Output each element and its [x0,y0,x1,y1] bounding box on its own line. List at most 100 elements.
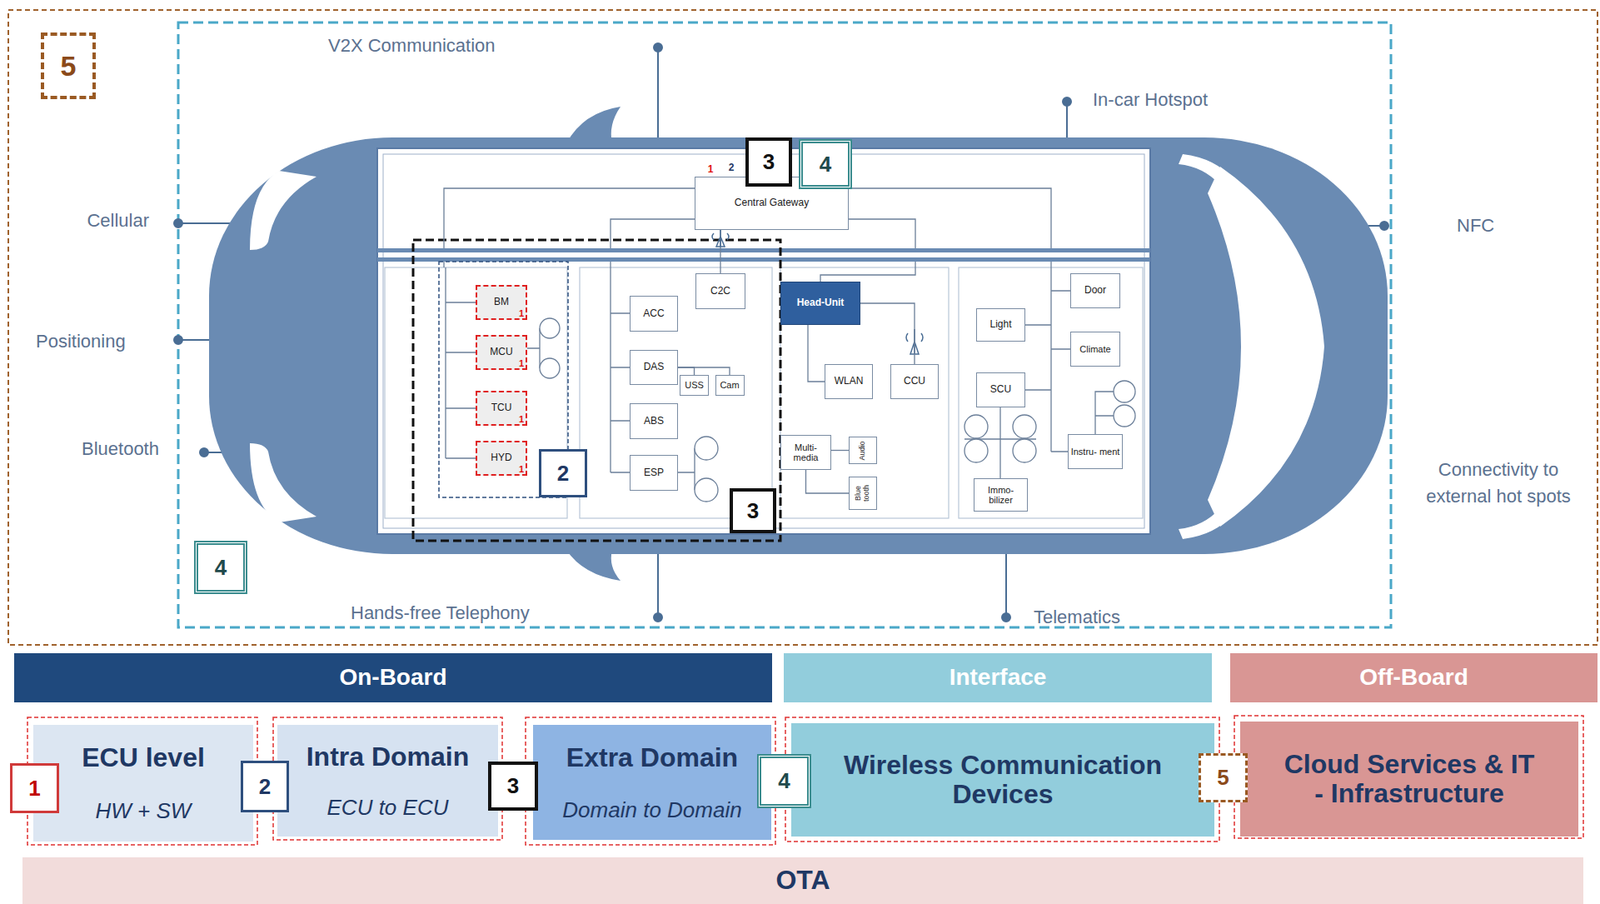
component-box: USS [679,374,709,396]
interface-label: Positioning [35,330,126,353]
ecu-circle [694,478,718,502]
callout-number: 2 [240,760,290,813]
category-band: Off-Board [1230,652,1598,703]
callout-number: 1 [9,762,60,813]
car-body [249,170,317,250]
component-box: ACC [629,295,678,332]
box-label: Cloud Services & IT - Infrastructure [1280,749,1539,808]
bus-connector [806,469,850,494]
bus-connector [677,367,730,375]
callout-number: 1 [518,358,524,369]
component-box: Light [976,308,1026,342]
bus-wire [443,261,476,459]
interface-label: Bluetooth [81,438,160,460]
box-label: CCU [903,375,926,387]
car-body [1207,166,1325,527]
box-label: Cam [719,379,739,390]
architecture-panel [377,148,1151,541]
box-label: Door [1084,284,1107,296]
component-box: Instru- ment [1067,433,1123,469]
bus-wire [964,407,1037,479]
level-box: Intra DomainECU to ECU [277,724,499,837]
box-label: Instru- ment [1071,446,1121,457]
ecu-circle [964,414,988,439]
ecu-circle [1012,438,1037,463]
category-band: On-Board [14,652,773,703]
leader-line [174,219,183,228]
box-label: BM [493,296,509,308]
ecu-circle [964,438,988,463]
box-label: Central Gateway [734,197,809,209]
ota-band: OTA [22,857,1584,904]
region-frame [178,22,1391,628]
callout-number: 3 [488,761,539,811]
callout-number: 3 [745,137,793,187]
box-label: WLAN [834,375,864,387]
leader-line [657,545,659,618]
bus-connector [807,324,825,382]
box-label: On-Board [338,664,447,691]
component-box: Blue tooth [848,476,878,510]
box-label: TCU [491,402,513,414]
box-label: Blue tooth [854,480,872,506]
architecture-panel [384,267,1143,519]
leader-line [653,43,663,52]
ecu-circle [539,318,560,339]
component-box: Door [1070,273,1121,309]
category-band: Interface [783,652,1212,703]
callout-number: 4 [798,139,853,190]
interface-label: Telematics [1033,606,1121,629]
ecu-circle [1113,404,1136,427]
bus-connector [677,367,695,375]
box-label: Multi- media [782,442,829,463]
callout-number: 5 [40,32,96,100]
bus-wire [677,448,695,490]
antenna-symbol [712,229,729,247]
architecture-panel [780,267,949,519]
interface-label: Connectivity to external hot spots [1413,456,1585,510]
box-label: ABS [643,415,664,427]
car-body [566,549,621,581]
box-label: USS [684,379,704,390]
leader-line [174,43,1389,622]
ecu-circle [539,358,560,379]
bottom-frame [273,717,503,840]
callout-number: 2 [728,161,735,174]
box-label: SCU [990,383,1012,395]
leader-line [657,47,659,144]
level-box: Cloud Services & IT - Infrastructure [1240,721,1579,837]
component-box: ESP [629,454,678,491]
car-body [209,106,1388,581]
box-label: Head-Unit [797,297,845,309]
callout-number: 4 [757,753,812,808]
bottom-frame [27,715,1584,845]
architecture-panel [413,239,781,541]
interface-label: NFC [1456,214,1495,237]
architecture-panel [383,154,1145,529]
box-label: Extra Domain [566,742,738,773]
box-sublabel: ECU to ECU [327,795,449,820]
callout-number: 2 [538,448,588,498]
bottom-frame [525,717,776,845]
component-box: DAS [629,349,678,385]
box-label: Wireless Communication Devices [807,750,1199,809]
car-body [249,443,317,523]
bus-wire [1095,391,1114,434]
callout-number: 5 [1198,752,1248,803]
callout-number: 3 [729,488,777,534]
component-box: CCU [890,363,939,399]
component-box: ABS [629,403,678,439]
box-label: ACC [642,308,664,320]
bus-wire [610,261,630,473]
architecture-panel [579,267,773,519]
bus-wire [720,229,916,282]
box-label: Audio [858,437,868,463]
leader-line [1001,613,1011,622]
car-body [1178,154,1233,185]
bus-connector [860,303,915,364]
box-label: Immo- bilizer [976,484,1026,505]
architecture-panel [377,248,1151,253]
box-label: Light [989,319,1012,330]
bus-connector [831,449,849,451]
box-label: HYD [490,452,512,464]
